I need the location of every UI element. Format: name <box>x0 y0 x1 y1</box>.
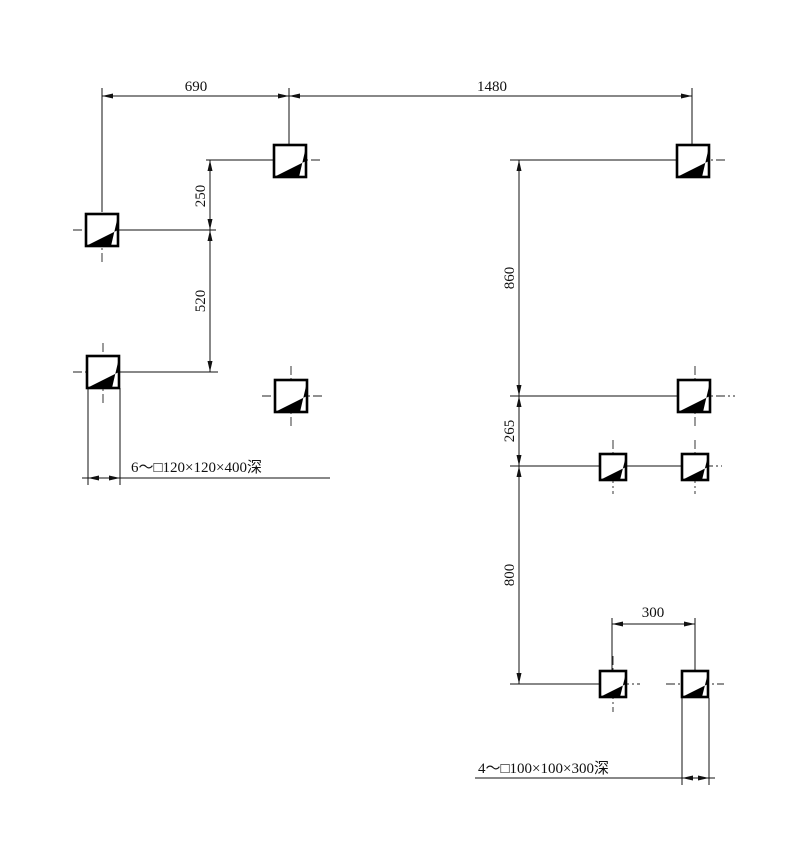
small-pit-note: 4～□100×100×300深 <box>478 760 609 777</box>
pit-large-4 <box>273 378 309 414</box>
pit-large-2 <box>272 143 308 179</box>
arrowheads <box>88 93 709 781</box>
pits <box>84 143 712 699</box>
pit-large-3 <box>85 354 121 390</box>
dim-250-label: 250 <box>193 185 209 208</box>
dim-1480-label: 1480 <box>477 79 507 95</box>
dim-265-label: 265 <box>502 420 518 443</box>
extension-lines <box>87 88 710 785</box>
pit-small-3 <box>598 669 628 699</box>
pit-large-1 <box>84 212 120 248</box>
pit-large-6 <box>676 378 712 414</box>
large-pit-note: 6～□120×120×400深 <box>131 459 262 476</box>
dim-300-label: 300 <box>642 605 665 621</box>
dim-860-label: 860 <box>502 267 518 290</box>
pit-small-1 <box>598 452 628 482</box>
dim-520-label: 520 <box>193 290 209 313</box>
pit-large-5 <box>675 143 711 179</box>
dim-800-label: 800 <box>502 564 518 587</box>
pit-small-4 <box>680 669 710 699</box>
center-lines <box>73 159 735 712</box>
dimension-lines <box>82 95 715 779</box>
dim-690-label: 690 <box>185 79 208 95</box>
pit-small-2 <box>680 452 710 482</box>
